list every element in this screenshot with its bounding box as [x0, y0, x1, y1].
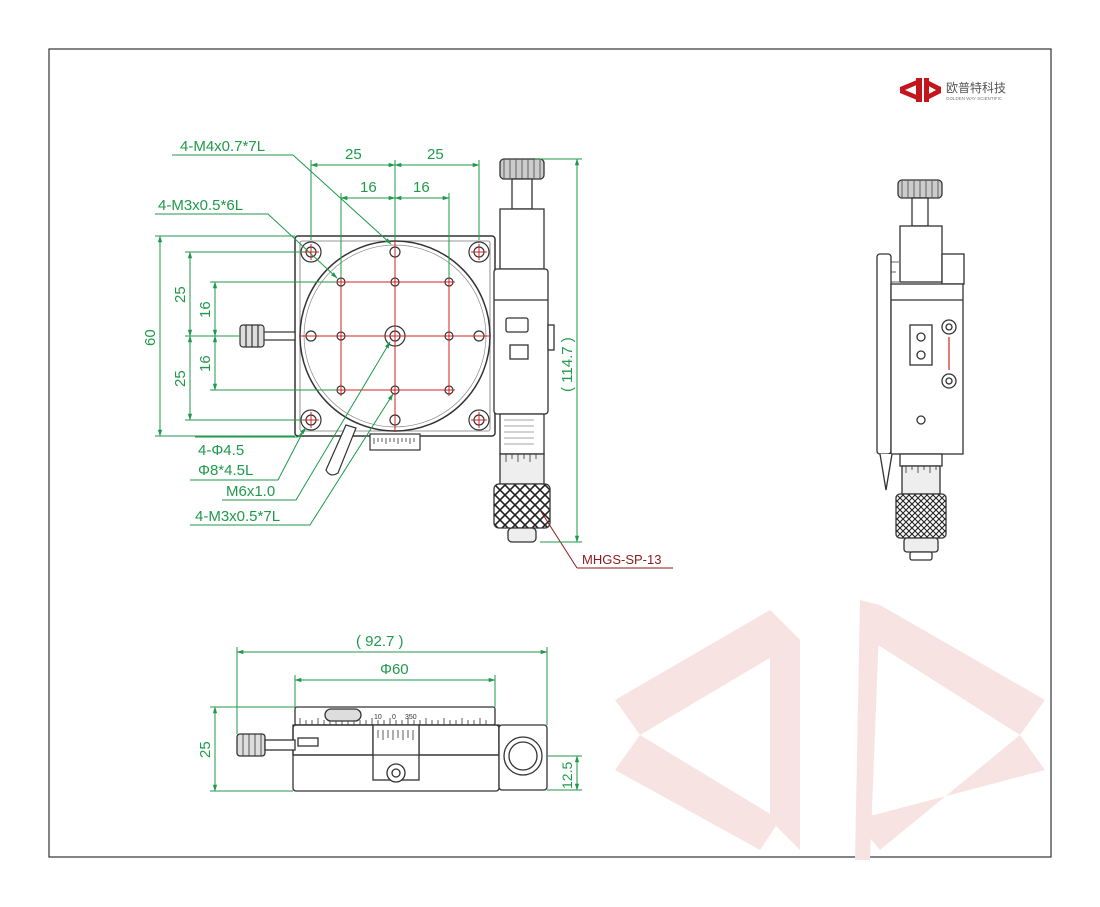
brand-mark-icon [900, 78, 941, 102]
watermark-logo [615, 600, 1045, 860]
dim-25-top: 25 [172, 286, 189, 303]
callout-m3-bottom: 4-M3x0.5*7L [195, 508, 280, 525]
dim-92-7: ( 92.7 ) [356, 633, 404, 650]
dim-12-5: 12.5 [559, 762, 575, 789]
dim-16-left: 16 [360, 179, 377, 196]
model-callout: MHGS-SP-13 [539, 509, 673, 569]
drawing-frame [48, 48, 1052, 858]
top-view: MHGS-SP-13 [142, 138, 673, 569]
front-view-dimensions [210, 647, 582, 792]
callout-m4: 4-M4x0.7*7L [180, 138, 265, 155]
model-label: MHGS-SP-13 [582, 552, 661, 567]
scale-label-0: 0 [392, 714, 396, 721]
callout-hole-b: Φ8*4.5L [198, 462, 253, 479]
dim-25-bottom: 25 [172, 370, 189, 387]
callout-m6: M6x1.0 [226, 483, 275, 500]
top-view-dimensions [155, 154, 582, 543]
brand-name-cn: 欧普特科技 [946, 80, 1006, 95]
dim-16-right: 16 [413, 179, 430, 196]
dim-16-bottom: 16 [197, 355, 214, 372]
brand-name-en: GOLDEN WAY SCIENTIFIC [946, 96, 1003, 101]
dim-25-right: 25 [427, 146, 444, 163]
callout-m3-top: 4-M3x0.5*6L [158, 197, 243, 214]
scale-label-10: 10 [374, 714, 382, 721]
dim-25-left: 25 [345, 146, 362, 163]
locking-lever [325, 424, 357, 476]
dim-114-7: ( 114.7 ) [559, 337, 576, 392]
front-scale-labels: 10 0 350 [374, 714, 417, 721]
micrometer-top-view [493, 158, 555, 543]
dim-front-25: 25 [197, 741, 214, 758]
centerlines [300, 240, 490, 432]
rotary-scale [369, 433, 421, 451]
callout-hole-a: 4-Φ4.5 [198, 442, 244, 459]
lock-knob-left [239, 324, 296, 348]
brand-logo: 欧普特科技 GOLDEN WAY SCIENTIFIC [900, 78, 1006, 102]
dim-60: 60 [142, 329, 159, 346]
scale-label-350: 350 [405, 714, 417, 721]
front-view [236, 706, 548, 792]
dim-d60: Φ60 [380, 661, 409, 678]
dim-16-top: 16 [197, 301, 214, 318]
side-view [876, 179, 965, 561]
